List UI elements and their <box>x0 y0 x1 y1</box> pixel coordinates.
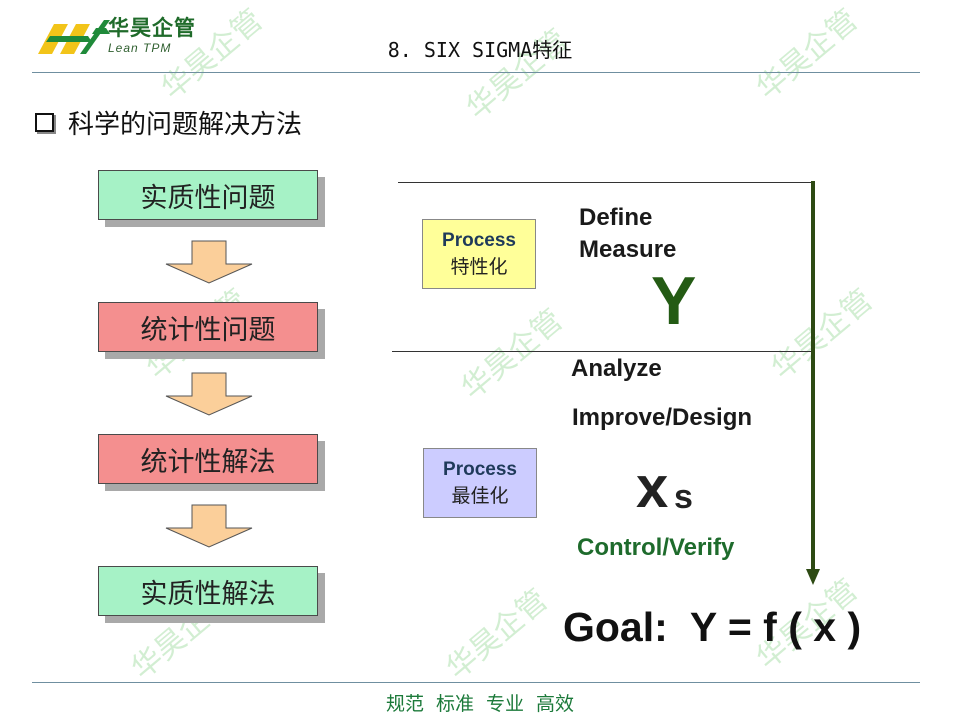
logo-subtitle: Lean TPM <box>108 41 172 55</box>
phase-improve: Improve/Design <box>572 404 753 431</box>
down-arrow-icon <box>165 240 253 284</box>
down-arrow-icon <box>165 372 253 416</box>
process-sub-label: 最佳化 <box>451 485 509 507</box>
slide-title: 8. SIX SIGMA特征 <box>387 38 573 62</box>
process-label: Process <box>443 459 517 480</box>
phase-analyze: Analyze <box>571 355 662 382</box>
flow-step-statistical-problem: 统计性问题 <box>98 302 318 352</box>
phase-define: Define <box>579 204 653 231</box>
process-sub-label: 特性化 <box>450 256 508 278</box>
bullet-heading: 科学的问题解决方法 <box>68 110 303 140</box>
down-arrow-icon <box>165 504 253 548</box>
watermark: 华昊企管 <box>440 582 555 687</box>
symbol-x: x <box>636 455 669 520</box>
middle-divider-line <box>392 351 814 352</box>
symbol-x-subscript: s <box>674 478 693 516</box>
symbol-y: Y <box>651 263 697 339</box>
process-label: Process <box>442 230 516 251</box>
flow-step-substantive-solution: 实质性解法 <box>98 566 318 616</box>
company-logo <box>38 20 110 54</box>
hollow-square-icon <box>35 113 54 132</box>
phase-measure: Measure <box>579 236 677 263</box>
process-characterization-box: Process 特性化 <box>422 219 536 289</box>
process-optimization-box: Process 最佳化 <box>423 448 537 518</box>
header-divider <box>32 72 920 73</box>
phase-control: Control/Verify <box>577 534 735 561</box>
logo-title: 华昊企管 <box>108 16 196 40</box>
watermark: 华昊企管 <box>455 302 570 407</box>
footer-divider <box>32 682 920 683</box>
goal-formula: Goal: Y = f ( x ) <box>563 604 862 650</box>
flow-step-statistical-solution: 统计性解法 <box>98 434 318 484</box>
top-divider-line <box>398 182 814 183</box>
down-arrow-icon <box>806 181 820 585</box>
footer-slogan: 规范 标准 专业 高效 <box>385 693 575 715</box>
flow-step-substantive-problem: 实质性问题 <box>98 170 318 220</box>
